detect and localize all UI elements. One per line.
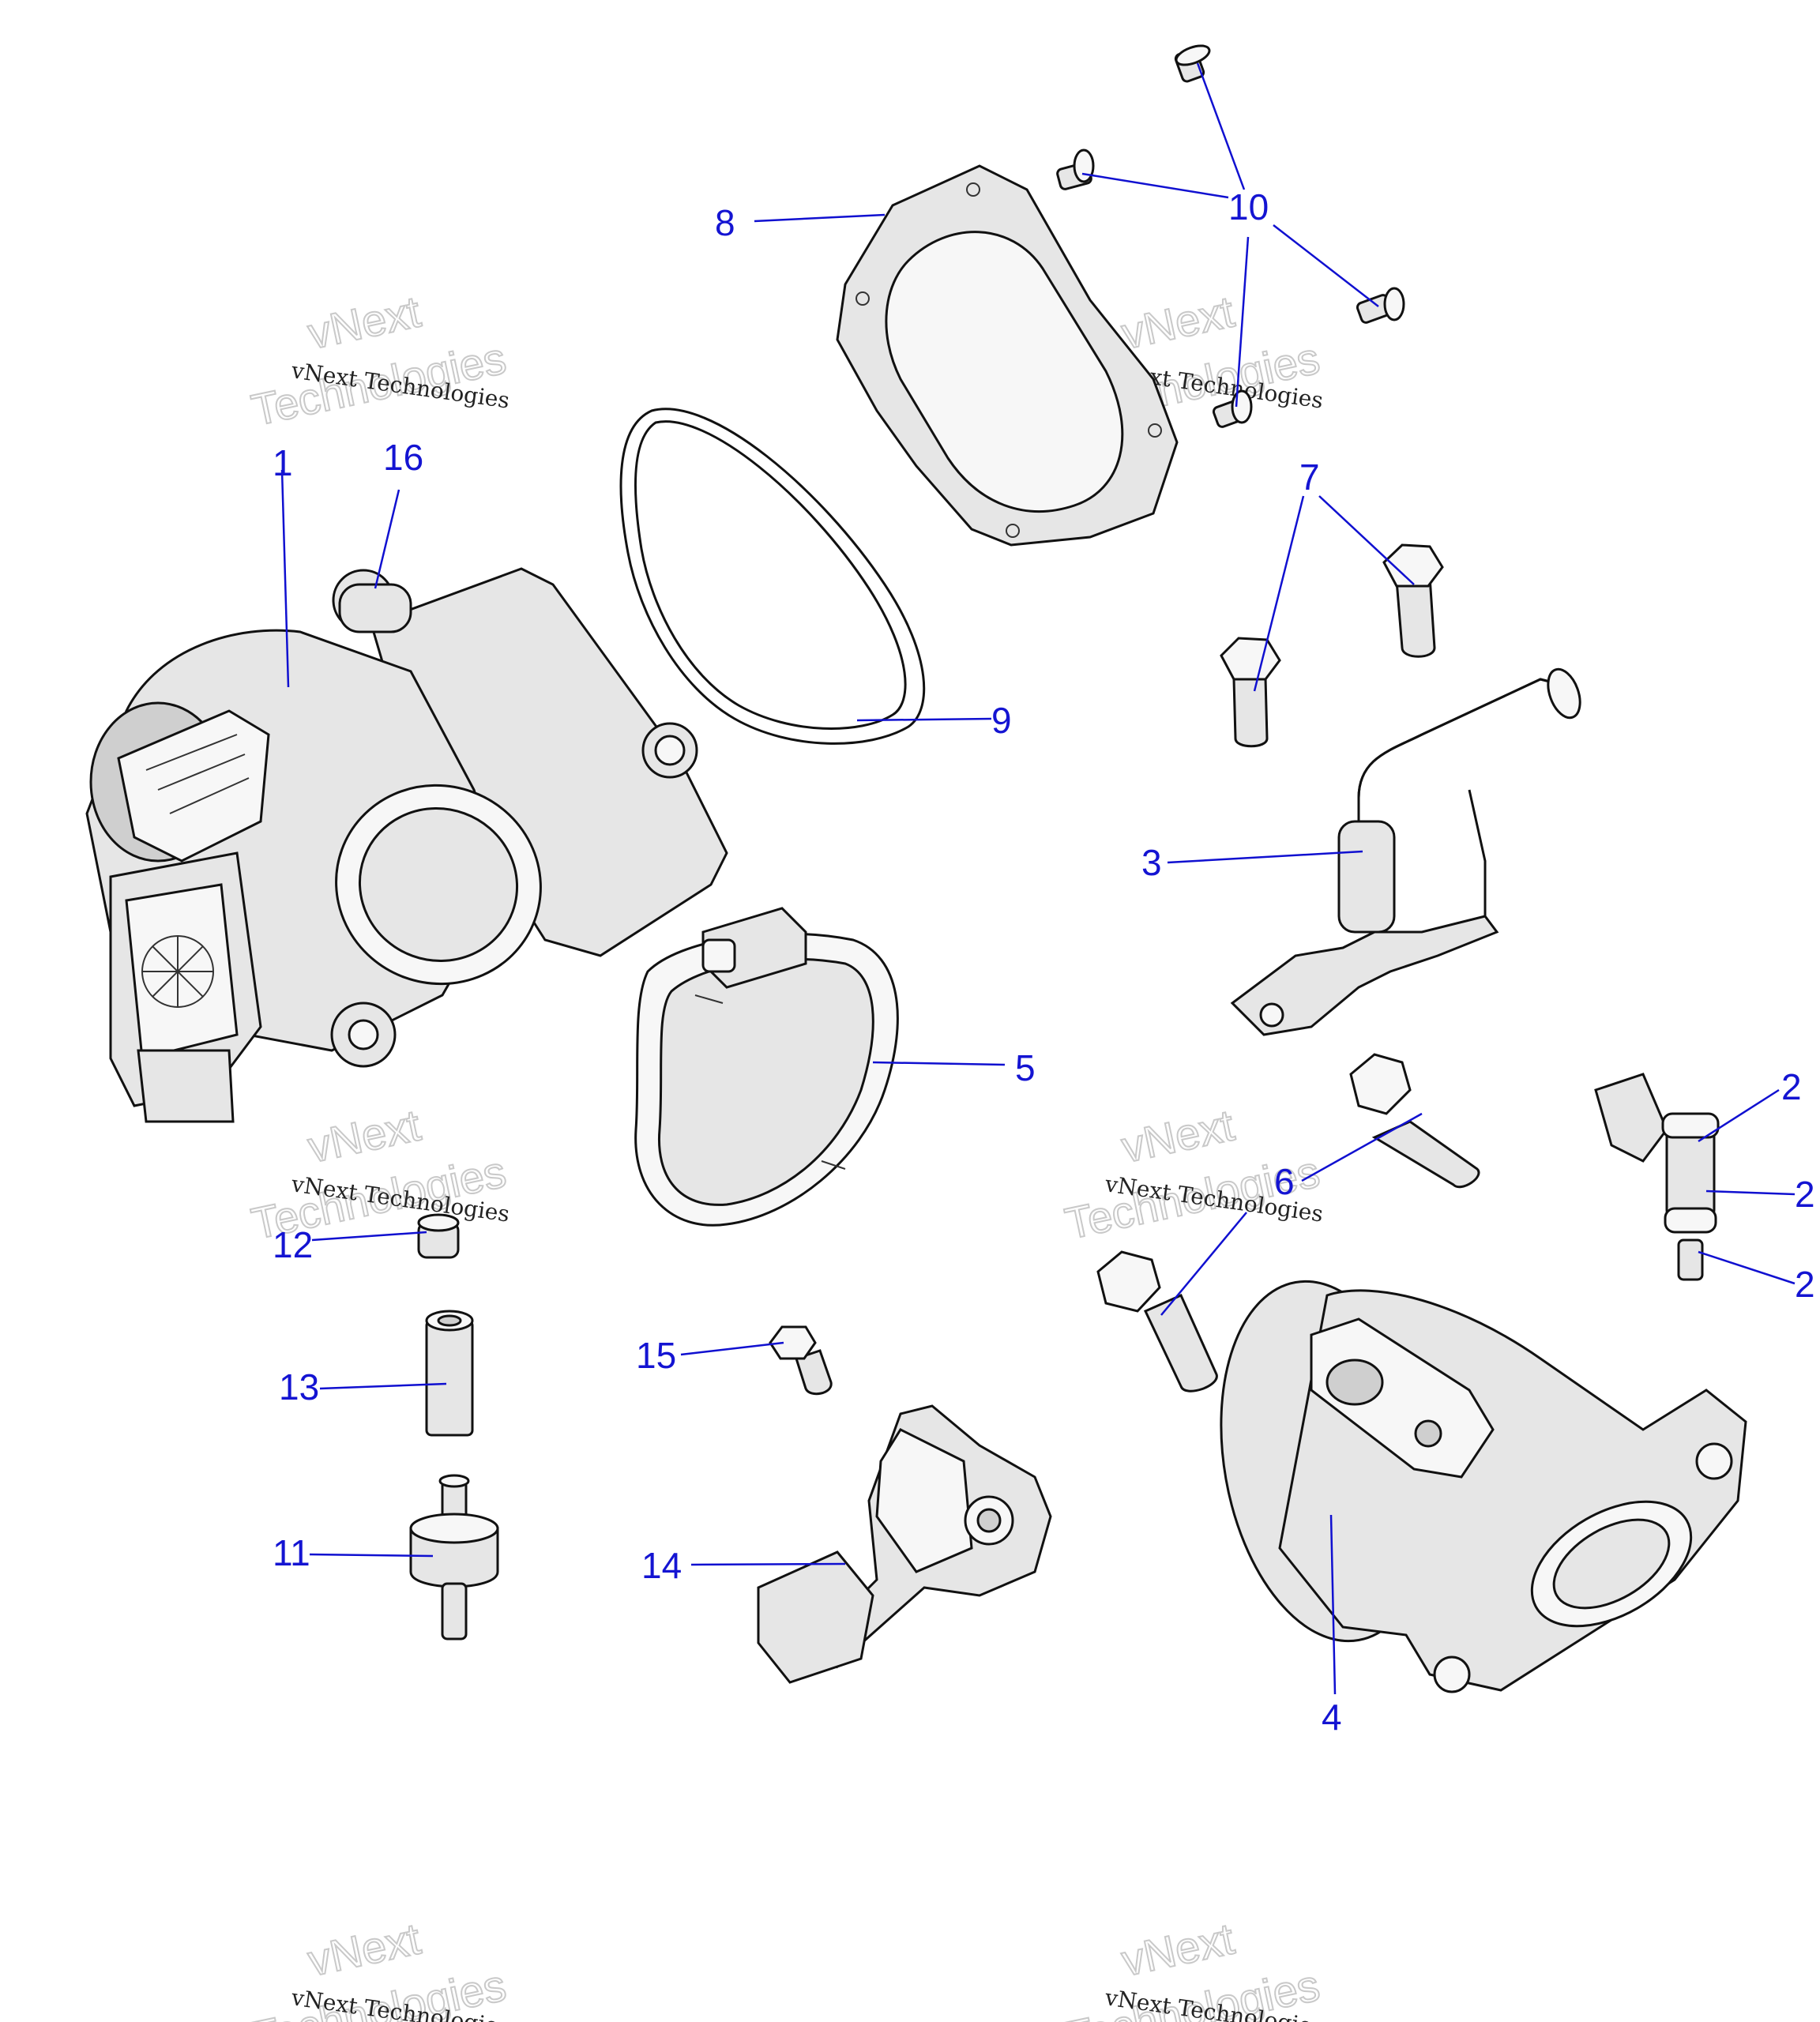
throttle-body-part[interactable] xyxy=(85,567,728,1123)
fuel-injector-part[interactable] xyxy=(1594,1073,1720,1281)
leader-8 xyxy=(754,213,886,223)
screw-bottom-part[interactable] xyxy=(1212,389,1253,428)
leader-7-b xyxy=(1318,495,1415,585)
leader-9 xyxy=(856,717,992,722)
leader-13 xyxy=(319,1382,447,1390)
callout-4: 4 xyxy=(1322,1697,1342,1738)
leader-3 xyxy=(1167,850,1363,864)
leader-12 xyxy=(311,1231,427,1242)
screw-left-part[interactable] xyxy=(1056,148,1095,190)
leader-10-d xyxy=(1235,236,1250,408)
watermark-big-line-1: vNext xyxy=(303,1099,425,1171)
callout-6: 6 xyxy=(1274,1161,1295,1202)
watermark-big-line-1: vNext xyxy=(1117,1099,1239,1171)
hose-clamp-part[interactable] xyxy=(634,907,899,1227)
leader-1 xyxy=(280,469,290,688)
intake-adapter-part[interactable] xyxy=(1194,1265,1747,1693)
leader-16 xyxy=(374,489,400,589)
clip-part[interactable] xyxy=(417,1213,460,1259)
leader-10-c xyxy=(1273,224,1379,307)
check-valve-part[interactable] xyxy=(409,1474,499,1641)
watermark-top-left: vNext Technologies xyxy=(246,285,511,435)
leader-5 xyxy=(872,1061,1006,1066)
bolt-lower-part[interactable] xyxy=(1220,637,1281,748)
watermark-big-line-1: vNext xyxy=(1117,286,1239,358)
watermark-big-line-1: vNext xyxy=(303,286,425,358)
callout-2-bottom: 2 xyxy=(1795,1264,1815,1305)
bolt-6-upper-part[interactable] xyxy=(1349,1053,1480,1189)
callout-15: 15 xyxy=(636,1335,676,1376)
leader-2-b xyxy=(1705,1190,1796,1196)
callout-3: 3 xyxy=(1141,842,1162,883)
leader-6-b xyxy=(1160,1212,1247,1316)
cover-plate-part[interactable] xyxy=(836,164,1179,547)
bolt-6-lower-part[interactable] xyxy=(1096,1250,1218,1392)
spacer-part[interactable] xyxy=(425,1310,474,1437)
callout-numbers: 1 16 8 10 7 9 3 5 2 2 2 6 12 13 15 11 14… xyxy=(273,186,1815,1738)
callout-11: 11 xyxy=(273,1532,310,1573)
watermark-big-line-1: vNext xyxy=(1117,1913,1239,1985)
screw-top-part[interactable] xyxy=(1174,42,1212,83)
callout-16: 16 xyxy=(383,437,423,478)
leader-15 xyxy=(680,1341,784,1356)
callout-2-middle: 2 xyxy=(1795,1174,1815,1215)
leader-10-a xyxy=(1196,62,1246,190)
callout-1: 1 xyxy=(273,442,293,483)
callout-9: 9 xyxy=(991,700,1012,741)
bolt-upper-part[interactable] xyxy=(1382,543,1444,658)
watermark-big-line-1: vNext xyxy=(303,1913,425,1985)
callout-13: 13 xyxy=(279,1366,319,1408)
map-sensor-part[interactable] xyxy=(757,1404,1052,1684)
leader-2-c xyxy=(1698,1250,1796,1285)
leader-2-a xyxy=(1698,1088,1780,1143)
callout-14: 14 xyxy=(641,1545,682,1586)
callout-5: 5 xyxy=(1015,1047,1036,1088)
callout-12: 12 xyxy=(273,1224,313,1265)
leader-11 xyxy=(309,1553,434,1558)
hose-fitting-part[interactable] xyxy=(1230,665,1586,1036)
callout-8: 8 xyxy=(715,202,735,243)
screw-15-part[interactable] xyxy=(769,1325,833,1396)
leader-7-a xyxy=(1253,495,1305,692)
callout-2-top: 2 xyxy=(1781,1066,1802,1107)
leader-6-a xyxy=(1301,1112,1423,1182)
callout-7: 7 xyxy=(1299,457,1320,498)
screw-right-part[interactable] xyxy=(1356,287,1405,324)
leader-14 xyxy=(690,1562,846,1566)
callout-10: 10 xyxy=(1228,186,1269,227)
leader-lines xyxy=(280,62,1796,1695)
o-ring-part[interactable] xyxy=(619,408,926,745)
leader-4 xyxy=(1329,1514,1337,1695)
leader-10-b xyxy=(1081,172,1229,199)
